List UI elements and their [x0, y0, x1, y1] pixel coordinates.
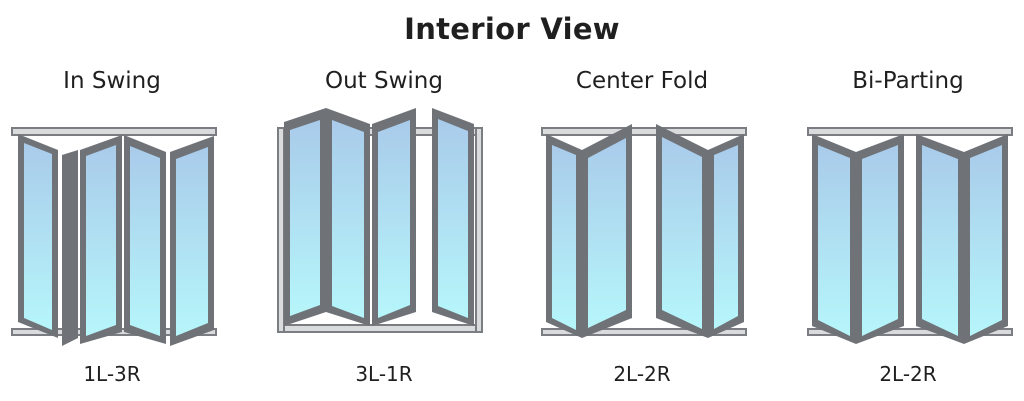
frame-sill: [807, 328, 1013, 336]
door-leaf: [856, 134, 904, 344]
door-leaf: [18, 134, 58, 338]
door-leaf: [812, 134, 856, 344]
door-leaf: [582, 124, 632, 338]
frame-head: [541, 127, 747, 136]
bi-parting-door-system: [807, 127, 1013, 344]
panel-label-out-swing: Out Swing: [325, 68, 443, 94]
in-swing-door-system: [11, 127, 217, 346]
panel-code-center-fold: 2L-2R: [613, 362, 671, 386]
frame-head: [807, 127, 1013, 136]
door-leaf: [916, 134, 964, 344]
frame-jamb-right: [475, 127, 483, 333]
door-leaf: [964, 134, 1008, 344]
door-leaf: [124, 135, 166, 344]
panel-code-in-swing: 1L-3R: [83, 362, 141, 386]
door-leaf: [546, 134, 582, 338]
center-fold-door-system: [541, 124, 747, 338]
door-leaf: [170, 136, 214, 346]
out-swing-door-system: [277, 108, 483, 333]
panel-label-center-fold: Center Fold: [575, 68, 709, 94]
panel-code-out-swing: 3L-1R: [355, 362, 413, 386]
door-leaf: [656, 124, 708, 338]
door-leaf: [372, 108, 416, 326]
door-leaf: [432, 108, 474, 326]
panel-label-bi-parting: Bi-Parting: [852, 68, 964, 94]
door-leaf: [284, 108, 326, 326]
frame-sill: [277, 324, 483, 333]
panel-code-bi-parting: 2L-2R: [879, 362, 937, 386]
door-leaf: [326, 108, 370, 326]
door-leaf: [708, 134, 744, 338]
frame-sill: [541, 328, 747, 336]
panel-label-in-swing: In Swing: [63, 68, 161, 94]
page-title: Interior View: [404, 12, 620, 46]
door-leaf: [62, 135, 122, 346]
frame-jamb-left: [277, 127, 285, 333]
frame-head: [11, 127, 217, 136]
